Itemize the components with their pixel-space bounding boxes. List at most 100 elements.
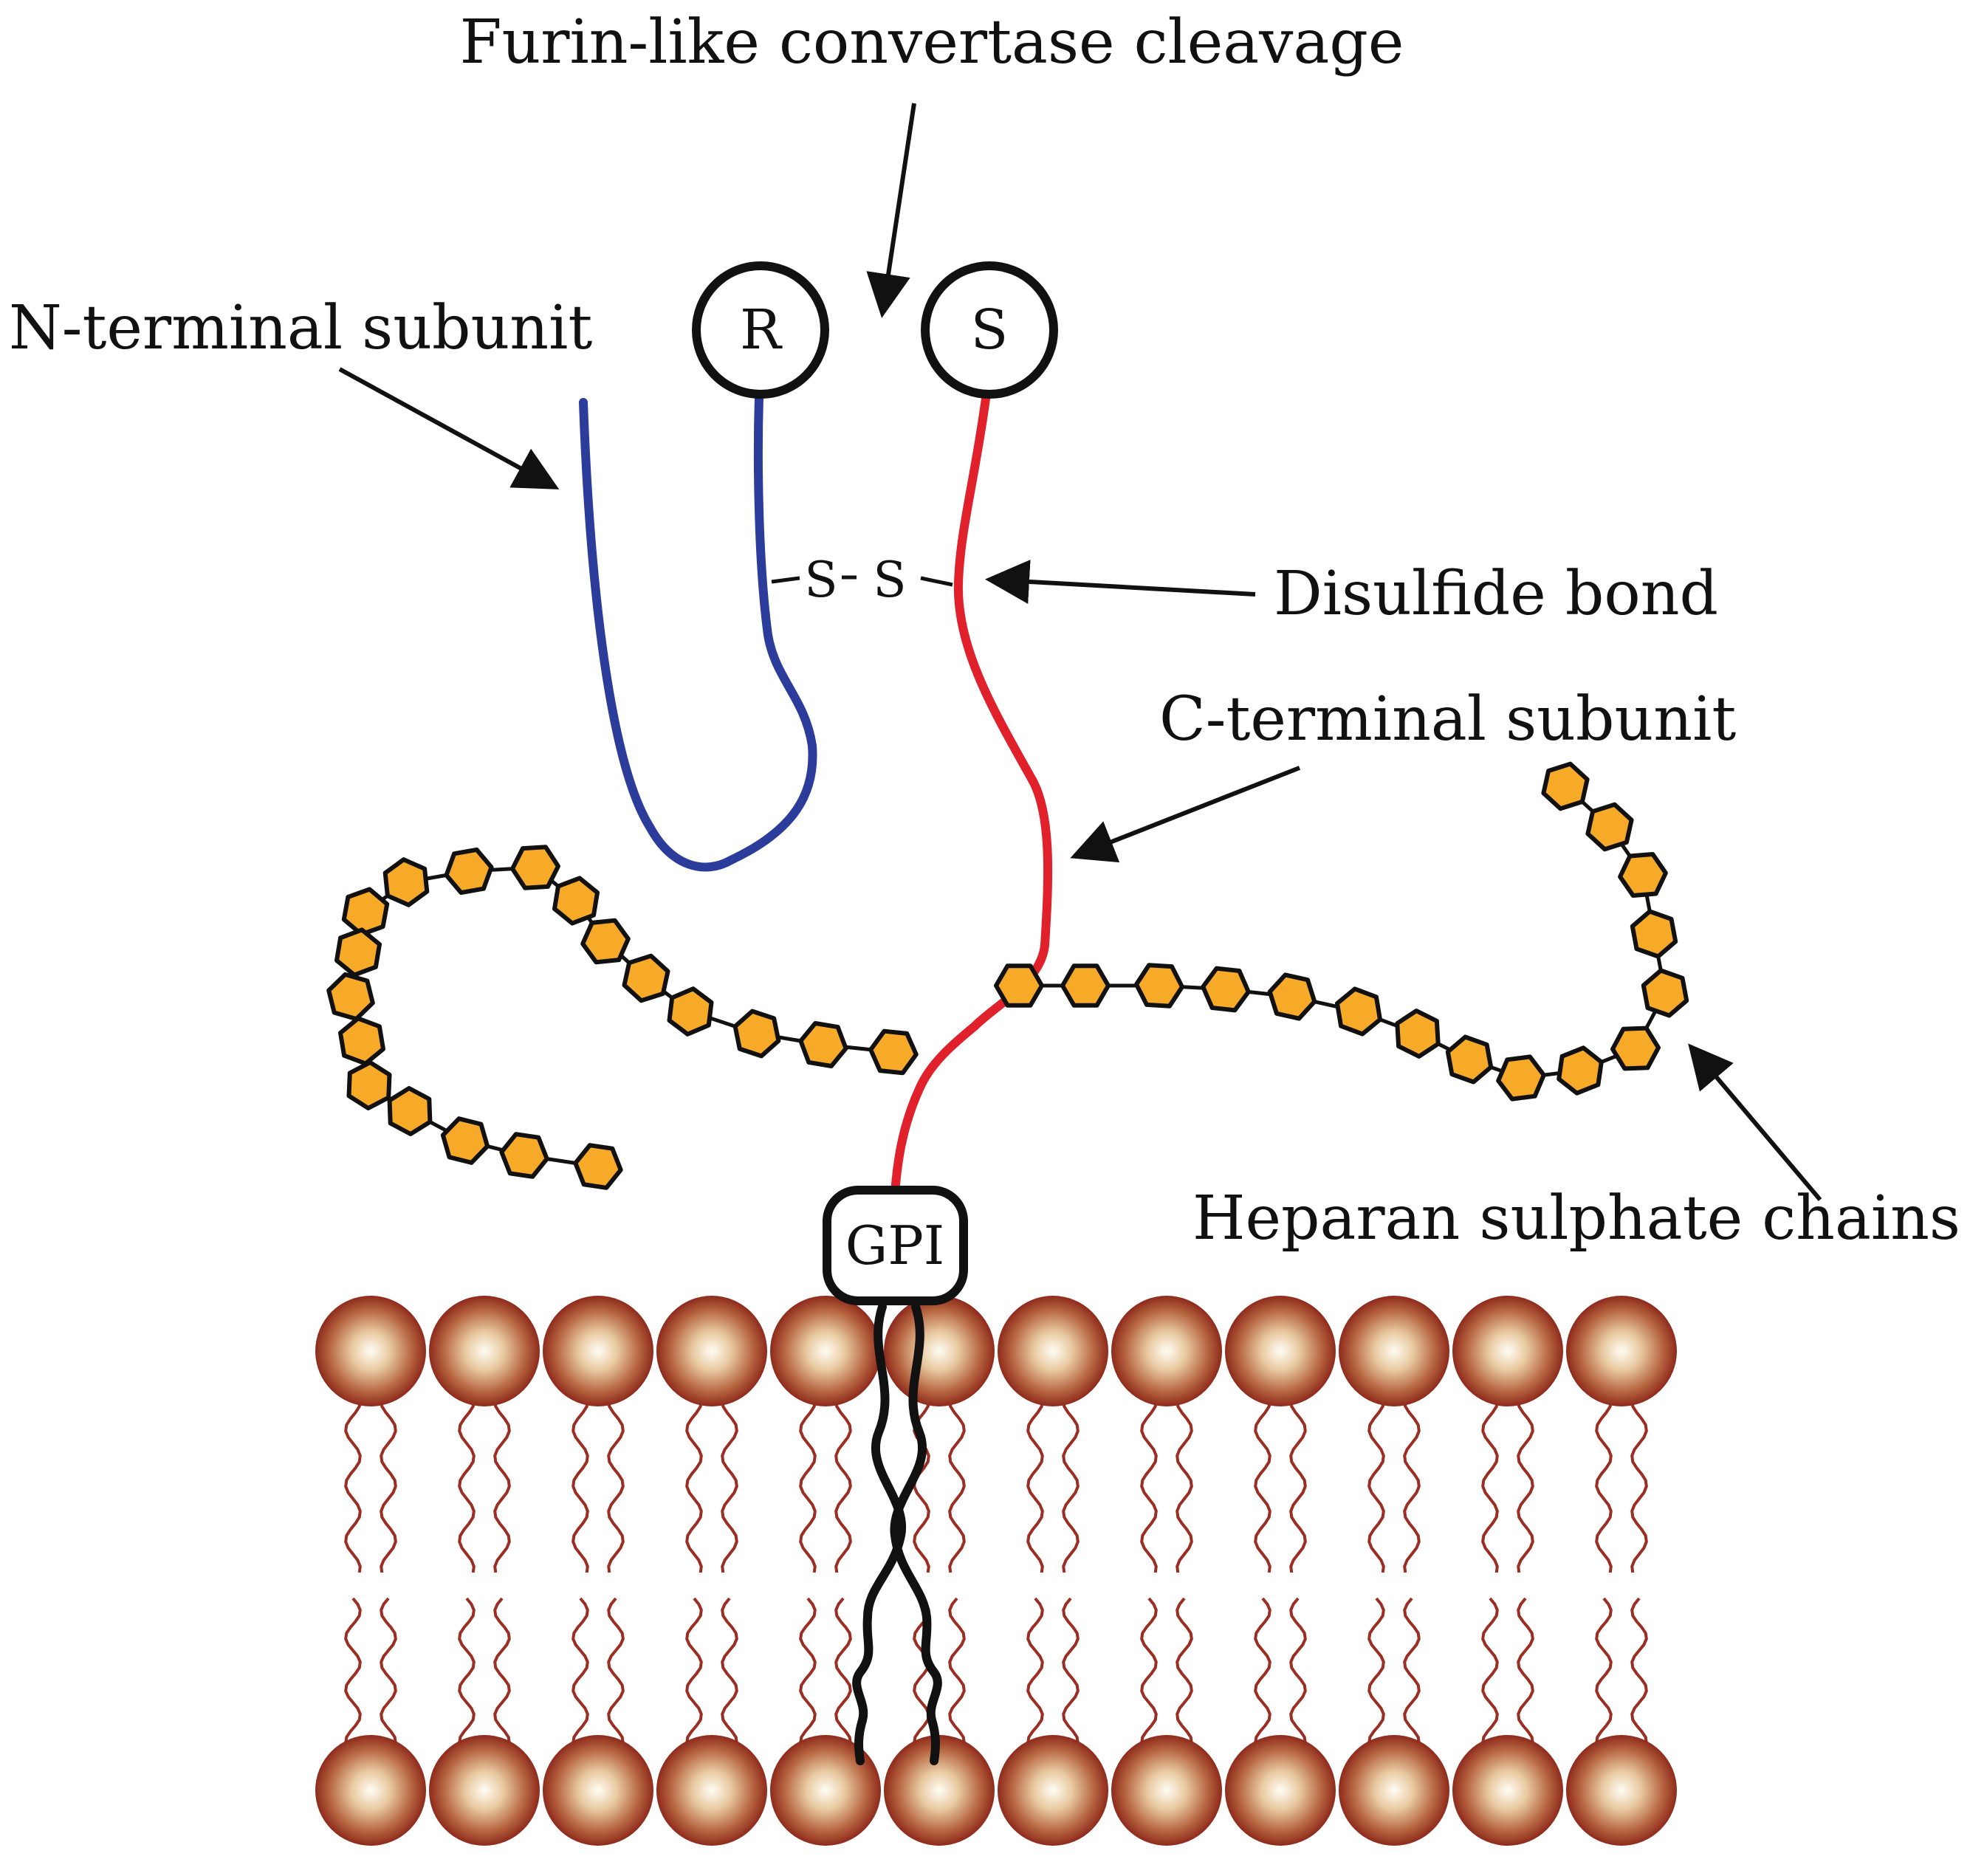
outer-lipid-head	[1111, 1296, 1222, 1406]
left-chain-sugar-unit	[334, 927, 382, 977]
lipid-tail	[799, 1387, 817, 1573]
right-chain-sugar-unit	[1134, 963, 1184, 1009]
inner-lipid-head	[1452, 1735, 1563, 1846]
svg-text:GPI: GPI	[845, 1214, 944, 1277]
right-chain-sugar-unit	[1060, 963, 1111, 1008]
c-terminal-subunit-label: C-terminal subunit	[1159, 684, 1736, 755]
right-chain-sugar-unit	[1557, 1045, 1604, 1096]
disulfide-bond: S S	[771, 552, 953, 608]
right-chain-sugar-unit	[1541, 761, 1590, 811]
heparan-arrow	[1688, 1043, 1822, 1201]
c-subunit-strand	[890, 394, 1053, 1197]
outer-lipid-head	[1452, 1296, 1563, 1406]
left-chain-sugar-unit	[444, 847, 494, 896]
right-chain-sugar-unit	[1335, 986, 1382, 1037]
n-terminal-arrow	[338, 367, 560, 489]
lipid-tail	[1062, 1387, 1080, 1573]
inner-lipid-head	[884, 1735, 995, 1846]
inner-lipid-head	[998, 1735, 1108, 1846]
lipid-tail	[685, 1387, 703, 1573]
left-chain-sugar-unit	[326, 972, 375, 1022]
outer-lipid-head	[656, 1296, 767, 1406]
outer-lipid-head	[1339, 1296, 1449, 1406]
membrane-heads-outer	[315, 1296, 1677, 1406]
lipid-tail	[1254, 1387, 1271, 1573]
lipid-tail	[344, 1387, 362, 1573]
lipid-tail	[1140, 1387, 1158, 1573]
lipid-tail	[1517, 1387, 1534, 1573]
furin-arrow	[866, 103, 916, 318]
lipid-tail	[1481, 1387, 1499, 1573]
membrane-lipid-tails	[344, 1387, 1648, 1773]
left-chain-sugar-unit	[346, 1060, 392, 1110]
lipid-tail	[721, 1387, 738, 1573]
disulfide-bond-label: Disulfide bond	[1274, 559, 1718, 629]
right-chain-sugar-unit	[1267, 972, 1317, 1021]
inner-lipid-head	[543, 1735, 653, 1846]
lipid-tail	[1403, 1387, 1421, 1573]
left-chain-sugar-unit	[573, 1143, 623, 1190]
left-chain-sugar-unit	[341, 887, 390, 937]
lipid-tail	[1367, 1387, 1385, 1573]
lipid-tail	[1630, 1387, 1648, 1573]
arginine-node: R	[692, 261, 829, 399]
lipid-tail	[493, 1387, 511, 1573]
lipid-tail	[1289, 1387, 1307, 1573]
outer-lipid-head	[884, 1296, 995, 1406]
left-chain-sugar-unit	[552, 876, 600, 926]
right-chain-sugar-unit	[1610, 1025, 1661, 1071]
left-chain-sugar-unit	[510, 845, 560, 890]
disulfide-arrow	[985, 560, 1256, 604]
right-chain-sugar-unit	[1496, 1054, 1546, 1102]
left-chain-sugar-unit	[382, 857, 430, 907]
furin-cleavage-label: Furin-like convertase cleavage	[460, 7, 1404, 78]
lipid-tail	[380, 1387, 397, 1573]
membrane-heads-inner	[315, 1735, 1677, 1846]
outer-lipid-head	[998, 1296, 1108, 1406]
outer-lipid-head	[1566, 1296, 1677, 1406]
right-chain-sugar-unit	[994, 963, 1044, 1008]
n-subunit-outer-strand	[579, 393, 817, 872]
lipid-tail	[607, 1387, 625, 1573]
n-terminal-subunit-label: N-terminal subunit	[9, 293, 592, 363]
lipid-tail	[948, 1387, 966, 1573]
outer-lipid-head	[1225, 1296, 1336, 1406]
outer-lipid-head	[543, 1296, 653, 1406]
inner-lipid-head	[1111, 1735, 1222, 1846]
c-terminal-arrow	[1070, 766, 1301, 863]
right-chain-sugar-unit	[1630, 909, 1678, 959]
right-chain-sugar-unit	[1445, 1034, 1494, 1085]
inner-lipid-head	[1339, 1735, 1449, 1846]
sulfur-atom-1: S	[804, 552, 837, 608]
sulfur-atom-2: S	[873, 552, 906, 608]
gpi-anchor-tails	[852, 1302, 942, 1765]
left-chain-sugar-unit	[732, 1009, 781, 1059]
inner-lipid-head	[429, 1735, 540, 1846]
left-chain-sugar-unit	[667, 986, 714, 1037]
left-chain-sugar-unit	[580, 918, 631, 965]
left-chain-sugar-unit	[440, 1116, 490, 1165]
lipid-tail	[1026, 1387, 1044, 1573]
left-chain-sugar-unit	[499, 1132, 549, 1179]
serine-node: S	[921, 261, 1058, 399]
left-chain-sugar-unit	[868, 1028, 919, 1076]
right-chain-sugar-unit	[1618, 852, 1668, 898]
heparan-chain-right	[994, 761, 1689, 1102]
inner-lipid-head	[1566, 1735, 1677, 1846]
right-chain-sugar-unit	[1641, 968, 1689, 1018]
gpi-anchor: GPI	[823, 1186, 968, 1305]
right-chain-sugar-unit	[1395, 1009, 1441, 1059]
svg-text:R: R	[740, 298, 783, 362]
heparan-chain-left	[326, 845, 919, 1190]
lipid-tail	[572, 1387, 589, 1573]
lipid-tail	[1595, 1387, 1613, 1573]
outer-lipid-head	[429, 1296, 540, 1406]
inner-lipid-head	[770, 1735, 881, 1846]
heparan-sulphate-label: Heparan sulphate chains	[1192, 1183, 1960, 1254]
left-chain-sugar-unit	[798, 1021, 848, 1068]
inner-lipid-head	[315, 1735, 426, 1846]
lipid-tail	[834, 1387, 852, 1573]
right-chain-sugar-unit	[1201, 966, 1251, 1013]
inner-lipid-head	[656, 1735, 767, 1846]
left-chain-sugar-unit	[338, 1016, 385, 1066]
